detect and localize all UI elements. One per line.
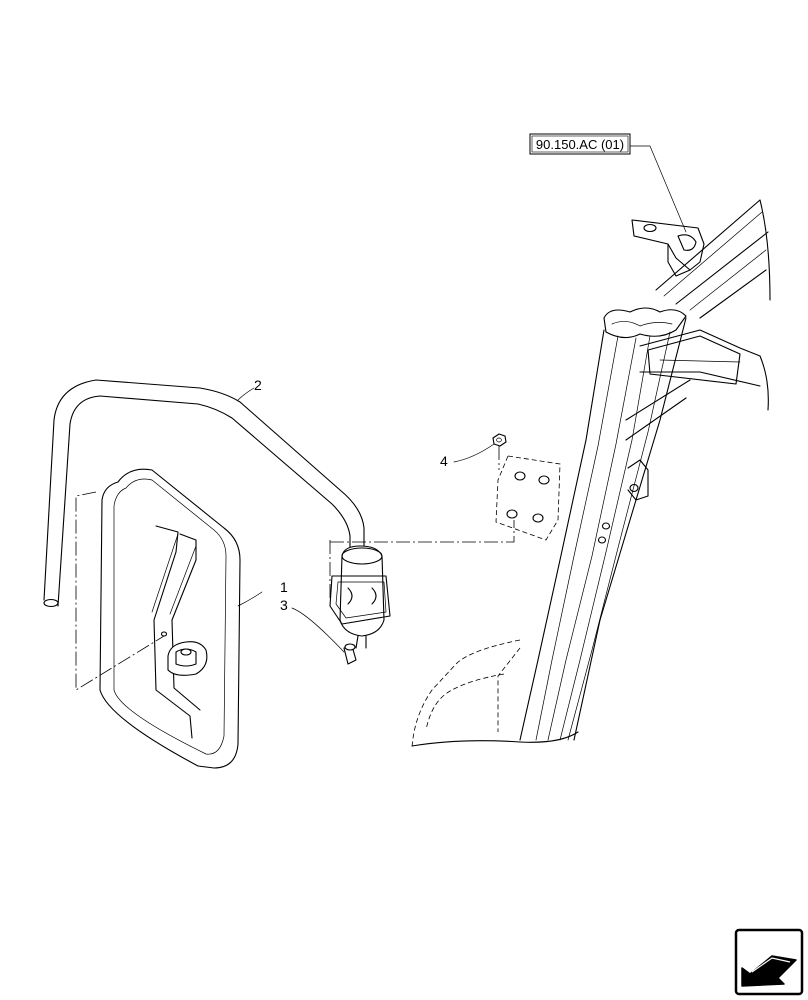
mirror-head: [99, 468, 241, 769]
reference-label: 90.150.AC (01): [536, 137, 624, 152]
callout-leaders: [237, 145, 687, 653]
callout-2: 2: [254, 377, 262, 393]
nut: [492, 433, 507, 447]
mounting-plate: [495, 455, 561, 541]
previous-page-arrow-icon[interactable]: [734, 928, 804, 996]
cab-frame-pillar: [411, 199, 771, 749]
reference-box[interactable]: 90.150.AC (01): [529, 133, 631, 155]
callout-4: 4: [440, 453, 448, 469]
assembly-lines: [75, 446, 515, 691]
mirror-arm: [43, 379, 365, 608]
callout-3: 3: [280, 597, 288, 613]
callout-1: 1: [280, 579, 288, 595]
screw: [343, 643, 357, 665]
mirror-clamp: [329, 545, 391, 649]
